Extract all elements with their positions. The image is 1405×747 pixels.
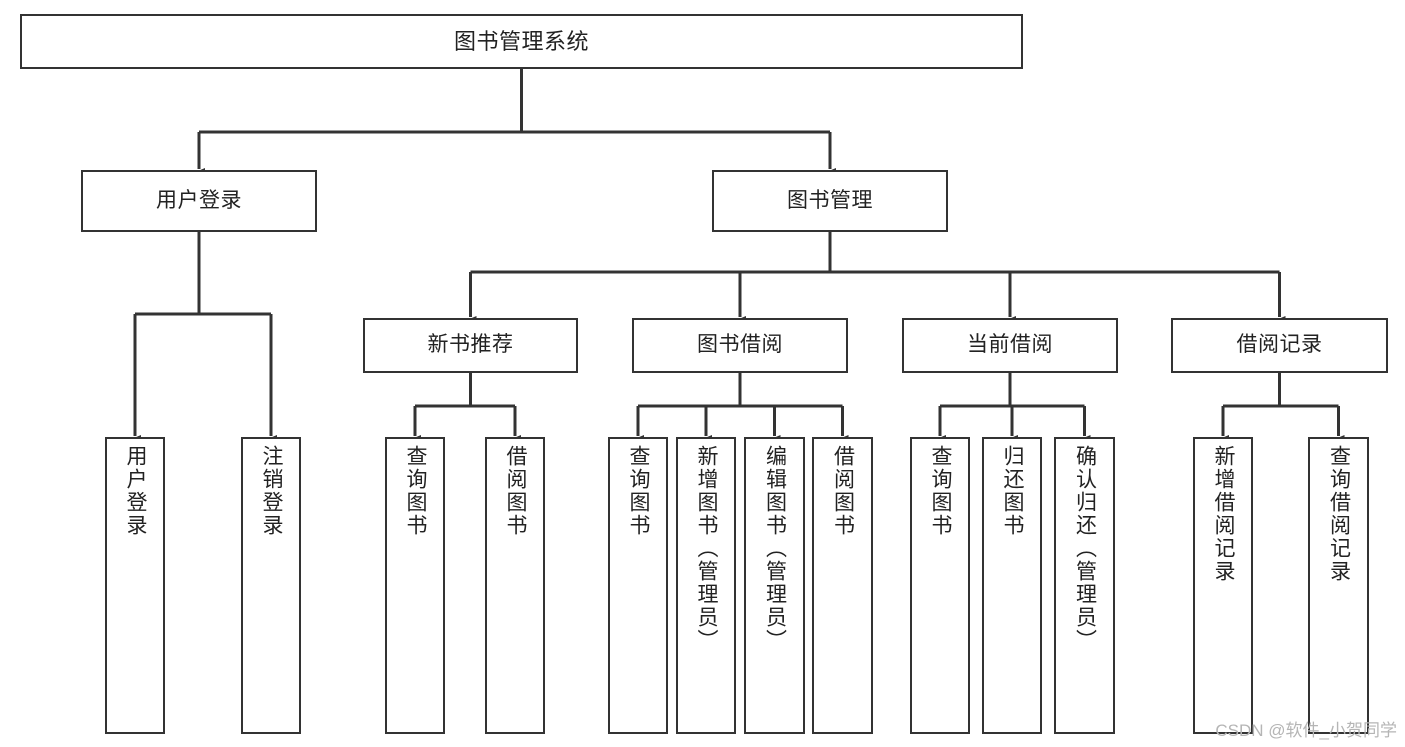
node-current_borrow[interactable]: 当前借阅: [902, 318, 1118, 373]
node-label-user_login: 用户登录: [156, 188, 242, 212]
node-bb_add[interactable]: 新增图书（管理员）: [676, 437, 736, 734]
node-label-bb_edit: 编辑图书（管理员）: [763, 445, 787, 652]
node-label-current_borrow: 当前借阅: [967, 333, 1053, 357]
node-label-bb_borrow: 借阅图书: [831, 445, 855, 537]
node-label-bb_add: 新增图书（管理员）: [695, 445, 719, 652]
node-label-cb_return: 归还图书: [1001, 445, 1025, 537]
node-label-borrow_record: 借阅记录: [1236, 333, 1323, 357]
node-leaf_user_login[interactable]: 用户登录: [105, 437, 165, 734]
node-cb_return[interactable]: 归还图书: [982, 437, 1042, 734]
node-label-new_book_rec: 新书推荐: [427, 333, 514, 357]
edge-layer: [129, 69, 1345, 445]
node-label-cb_query: 查询图书: [929, 445, 953, 537]
node-label-cb_confirm: 确认归还（管理员）: [1073, 445, 1097, 652]
node-br_query[interactable]: 查询借阅记录: [1308, 437, 1369, 734]
node-bb_borrow[interactable]: 借阅图书: [812, 437, 873, 734]
node-leaf_user_logout[interactable]: 注销登录: [241, 437, 301, 734]
node-cb_query[interactable]: 查询图书: [910, 437, 970, 734]
node-borrow_record[interactable]: 借阅记录: [1171, 318, 1388, 373]
node-bb_query[interactable]: 查询图书: [608, 437, 668, 734]
node-bb_edit[interactable]: 编辑图书（管理员）: [744, 437, 805, 734]
node-label-nbr_borrow: 借阅图书: [504, 445, 528, 537]
node-book_mgmt[interactable]: 图书管理: [712, 170, 948, 232]
node-root[interactable]: 图书管理系统: [20, 14, 1023, 69]
node-label-bb_query: 查询图书: [627, 445, 651, 537]
node-book_borrow[interactable]: 图书借阅: [632, 318, 848, 373]
node-label-nbr_query: 查询图书: [404, 445, 428, 537]
node-label-leaf_user_logout: 注销登录: [260, 445, 284, 537]
node-label-br_add: 新增借阅记录: [1212, 445, 1236, 583]
node-label-book_borrow: 图书借阅: [697, 333, 783, 357]
node-cb_confirm[interactable]: 确认归还（管理员）: [1054, 437, 1115, 734]
node-label-root: 图书管理系统: [453, 28, 589, 54]
node-label-br_query: 查询借阅记录: [1327, 445, 1351, 583]
node-br_add[interactable]: 新增借阅记录: [1193, 437, 1253, 734]
node-label-book_mgmt: 图书管理: [787, 188, 873, 212]
node-label-leaf_user_login: 用户登录: [124, 445, 148, 537]
node-new_book_rec[interactable]: 新书推荐: [363, 318, 578, 373]
node-user_login[interactable]: 用户登录: [81, 170, 317, 232]
node-nbr_query[interactable]: 查询图书: [385, 437, 445, 734]
node-nbr_borrow[interactable]: 借阅图书: [485, 437, 545, 734]
